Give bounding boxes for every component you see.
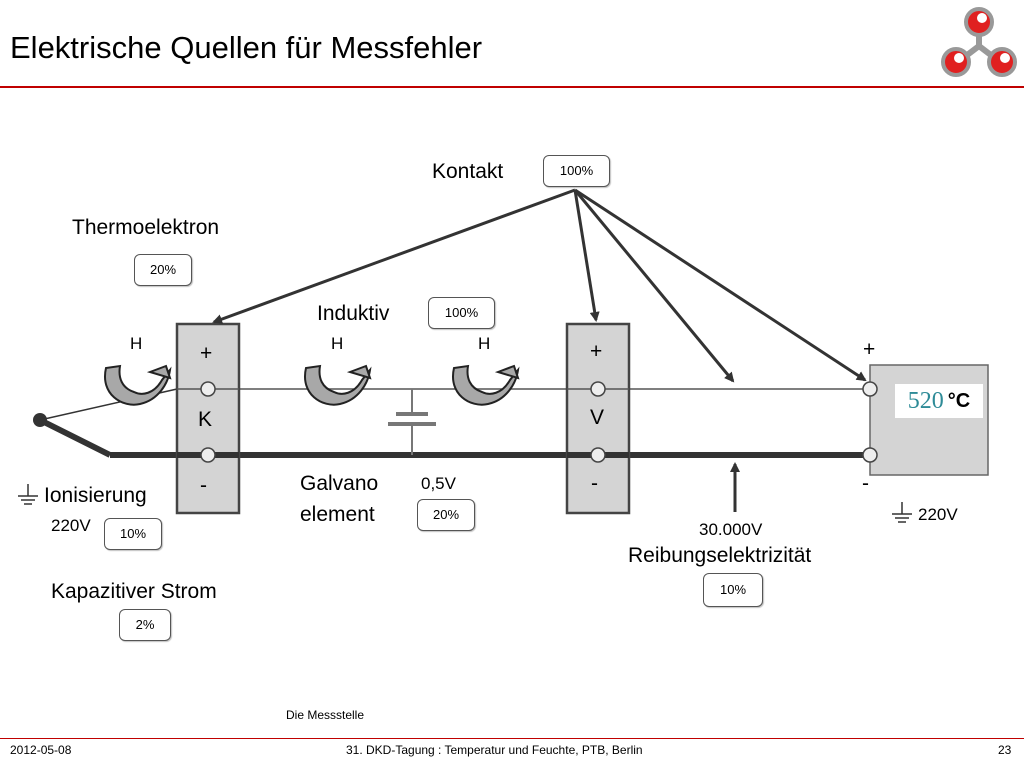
clamp-icon — [103, 364, 172, 406]
ionisierung-label: Ionisierung — [44, 484, 147, 507]
thermoelektron-label: Thermoelektron — [72, 216, 220, 239]
footer-event: 31. DKD-Tagung : Temperatur und Feuchte,… — [346, 743, 643, 757]
reibung-badge: 10% — [703, 573, 763, 607]
slide-title: Elektrische Quellen für Messfehler — [10, 30, 483, 65]
ionisierung-badge: 10% — [104, 518, 162, 550]
ground-icon — [892, 502, 912, 523]
clamp-icon — [303, 364, 372, 406]
ionisierung-voltage: 220V — [51, 516, 91, 535]
title-rule — [0, 86, 1024, 88]
ground-icon — [18, 484, 38, 505]
clamp-marker-2: H — [331, 334, 344, 353]
galvano-label-2: element — [300, 503, 375, 526]
galvano-voltage: 0,5V — [421, 474, 456, 493]
reibung-label: Reibungselektrizität — [628, 544, 812, 567]
kontakt-label: Kontakt — [432, 160, 504, 183]
instrument-ground-voltage: 220V — [918, 505, 958, 524]
kapazitiver-strom-badge: 2% — [119, 609, 171, 641]
clamp-marker-1: H — [130, 334, 143, 353]
caption: Die Messstelle — [286, 708, 365, 722]
reibung-voltage: 30.000V — [699, 520, 763, 539]
footer-rule — [0, 738, 1024, 739]
v-plus: + — [590, 340, 603, 363]
footer-date: 2012-05-08 — [10, 743, 72, 757]
v-minus: - — [591, 472, 598, 495]
induktiv-label: Induktiv — [317, 302, 390, 325]
kapazitiver-strom-label: Kapazitiver Strom — [51, 580, 217, 603]
temperature-reading: 520 — [907, 387, 944, 414]
galvano-badge: 20% — [417, 499, 475, 531]
clamp-marker-3: H — [478, 334, 491, 353]
logo-icon — [941, 7, 1017, 77]
instrument-display: 520 °C — [895, 384, 983, 418]
v-label: V — [590, 406, 605, 429]
capacitor-icon — [388, 389, 436, 455]
k-plus: + — [200, 342, 213, 365]
kontakt-badge: 100% — [543, 155, 610, 187]
footer-page-number: 23 — [998, 743, 1012, 757]
induktiv-badge: 100% — [428, 297, 495, 329]
v-connector — [565, 322, 631, 515]
temperature-unit: °C — [947, 389, 971, 412]
thermoelektron-badge: 20% — [134, 254, 192, 286]
instrument-plus: + — [863, 338, 876, 361]
k-connector — [175, 322, 241, 515]
instrument-minus: - — [862, 472, 869, 495]
k-label: K — [198, 408, 213, 431]
k-minus: - — [200, 474, 207, 497]
galvano-label-1: Galvano — [300, 472, 379, 495]
clamp-icon — [451, 364, 520, 406]
instrument-box — [869, 364, 989, 476]
